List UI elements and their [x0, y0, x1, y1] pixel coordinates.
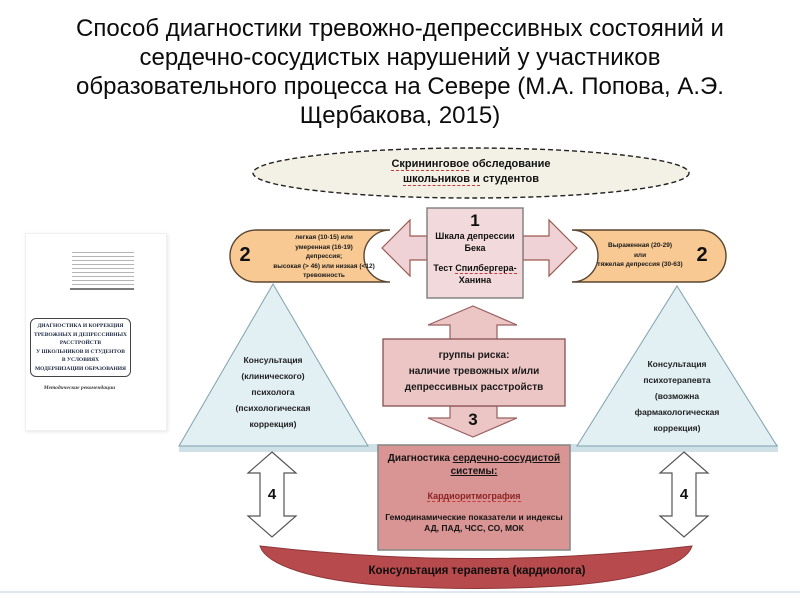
beck-scale-line1: Шкала депрессии — [435, 231, 515, 241]
step1-number: 1 — [470, 211, 480, 230]
title-line: сердечно-сосудистых нарушений у участник… — [139, 44, 661, 71]
double-arrow-right-icon — [658, 451, 710, 538]
criteria-line: тревожность — [303, 272, 345, 279]
book-title-box: ДИАГНОСТИКА И КОРРЕКЦИЯ ТРЕВОЖНЫХ И ДЕПР… — [30, 318, 131, 377]
risk-group-label: группы риска: наличие тревожных и/или де… — [386, 348, 562, 396]
book-title-line: У ШКОЛЬНИКОВ И СТУДЕНТОВ — [36, 348, 125, 355]
book-title-line: ДИАГНОСТИКА И КОРРЕКЦИЯ — [37, 323, 124, 329]
cardio-line1-prefix: Диагностика — [387, 453, 453, 464]
screening-ellipse — [252, 147, 690, 199]
left-criteria-label: легкая (10-15) или умеренная (16-19) деп… — [264, 233, 384, 281]
triangle-line: Консультация — [647, 359, 707, 369]
spielberger-test-line2: Ханина — [458, 275, 492, 285]
screening-word2-underlined: школьников и — [403, 173, 480, 186]
test-name-underlined: Спилбергера- — [455, 263, 517, 274]
screening-label: Скрининговое обследование школьников и с… — [291, 157, 651, 187]
therapist-arc-banner — [259, 545, 693, 589]
triangle-line: (возможна — [654, 391, 700, 401]
risk-line: депрессивных расстройств — [404, 382, 544, 393]
slide-title: Способ диагностики тревожно-депрессивных… — [0, 14, 800, 130]
book-title-line: В УСЛОВИЯХ — [61, 357, 100, 363]
cardiorhythmography-label: Кардиоритмография — [427, 491, 521, 502]
triangle-line: коррекция) — [653, 423, 701, 433]
step4-number-left: 4 — [267, 486, 277, 503]
step3-number: 3 — [468, 410, 478, 429]
left-base-bar — [179, 444, 378, 452]
criteria-line: или — [633, 251, 647, 259]
criteria-line: Выраженная (20-29) — [608, 242, 672, 249]
test-prefix: Тест — [433, 263, 456, 273]
book-title-line: ТРЕВОЖНЫХ И ДЕПРЕССИВНЫХ — [34, 331, 127, 338]
cardio-diagnostics-box — [377, 444, 571, 551]
triangle-line: Консультация — [243, 355, 303, 365]
spielberger-test-line1: Тест Спилбергера- — [427, 262, 523, 274]
screening-line2-rest: студентов — [479, 173, 539, 185]
cardio-line2-underlined: системы: — [450, 466, 498, 477]
left-criteria-number: 2 — [239, 244, 251, 266]
title-line: Щербакова, 2015) — [299, 102, 501, 129]
triangle-line: коррекция) — [249, 419, 297, 429]
criteria-line: легкая (10-15) или — [295, 234, 353, 241]
right-criteria-number: 2 — [696, 244, 708, 266]
triangle-line: (психологическая — [235, 403, 311, 413]
title-line: образовательного процесса на Севере (М.А… — [76, 73, 724, 100]
cardio-line1-underlined: сердечно-сосудистой — [452, 453, 561, 464]
arrow-up-icon — [427, 305, 518, 341]
screening-line2: школьников и студентов — [291, 172, 651, 187]
triangle-line: психолога — [251, 387, 295, 397]
right-criteria-capsule — [571, 229, 727, 283]
risk-line: наличие тревожных и/или — [408, 366, 540, 377]
psychotherapist-consult-label: Консультация психотерапевта (возможна фа… — [612, 356, 742, 436]
indices-line: АД, ПАД, ЧСС, СО, МОК — [424, 523, 524, 533]
hemodynamics-line: Гемодинамические показатели и индексы — [385, 512, 563, 522]
beck-scale-line2: Бека — [464, 243, 486, 253]
risk-line: группы риска: — [438, 350, 510, 361]
psychologist-consult-label: Консультация (клинического) психолога (п… — [208, 352, 338, 432]
cardio-diagnostics-label: Диагностика сердечно-сосудистой системы:… — [381, 452, 567, 534]
book-subtitle: Методические рекомендации — [43, 385, 116, 391]
arrow-left-icon — [381, 218, 428, 278]
criteria-line: депрессия; — [305, 253, 343, 260]
therapist-consult-label: Консультация терапевта (кардиолога) — [368, 565, 586, 577]
step1-label: 1 Шкала депрессии Бека Тест Спилбергера-… — [427, 211, 523, 286]
screening-line1-rest: обследование — [469, 158, 551, 170]
book-title-line: МОДЕРНИЗАЦИИ ОБРАЗОВАНИЯ — [34, 365, 127, 372]
double-arrow-left-icon — [246, 451, 298, 538]
screening-line1: Скрининговое обследование — [291, 157, 651, 172]
title-line: Способ диагностики тревожно-депрессивных… — [76, 15, 724, 42]
triangle-line: психотерапевта — [643, 375, 711, 385]
risk-group-box — [382, 338, 566, 407]
triangle-line: (клинического) — [241, 371, 305, 381]
screening-word-underlined: Скрининговое — [391, 158, 470, 171]
arrow-down-icon — [427, 405, 518, 438]
bottom-edge-line — [0, 591, 800, 593]
criteria-line: умеренная (16-19) — [295, 243, 353, 251]
right-base-bar — [570, 444, 778, 452]
left-triangle-shape — [178, 283, 369, 447]
book-title-line: РАССТРОЙСТВ — [59, 340, 102, 346]
criteria-line: тяжелая депрессия (30-63) — [597, 261, 683, 268]
book-fineprint-lines — [72, 252, 134, 286]
book-divider-line — [70, 288, 134, 290]
right-triangle-shape — [576, 285, 778, 447]
criteria-line: высокая (> 46) или низкая (<12) — [273, 262, 375, 270]
right-criteria-label: Выраженная (20-29) или тяжелая депрессия… — [580, 241, 700, 270]
left-criteria-capsule — [229, 229, 391, 283]
depression-scale-box — [426, 207, 524, 299]
arrow-right-icon — [522, 218, 578, 278]
step4-number-right: 4 — [679, 486, 689, 503]
triangle-line: фармакологическая — [634, 407, 720, 417]
